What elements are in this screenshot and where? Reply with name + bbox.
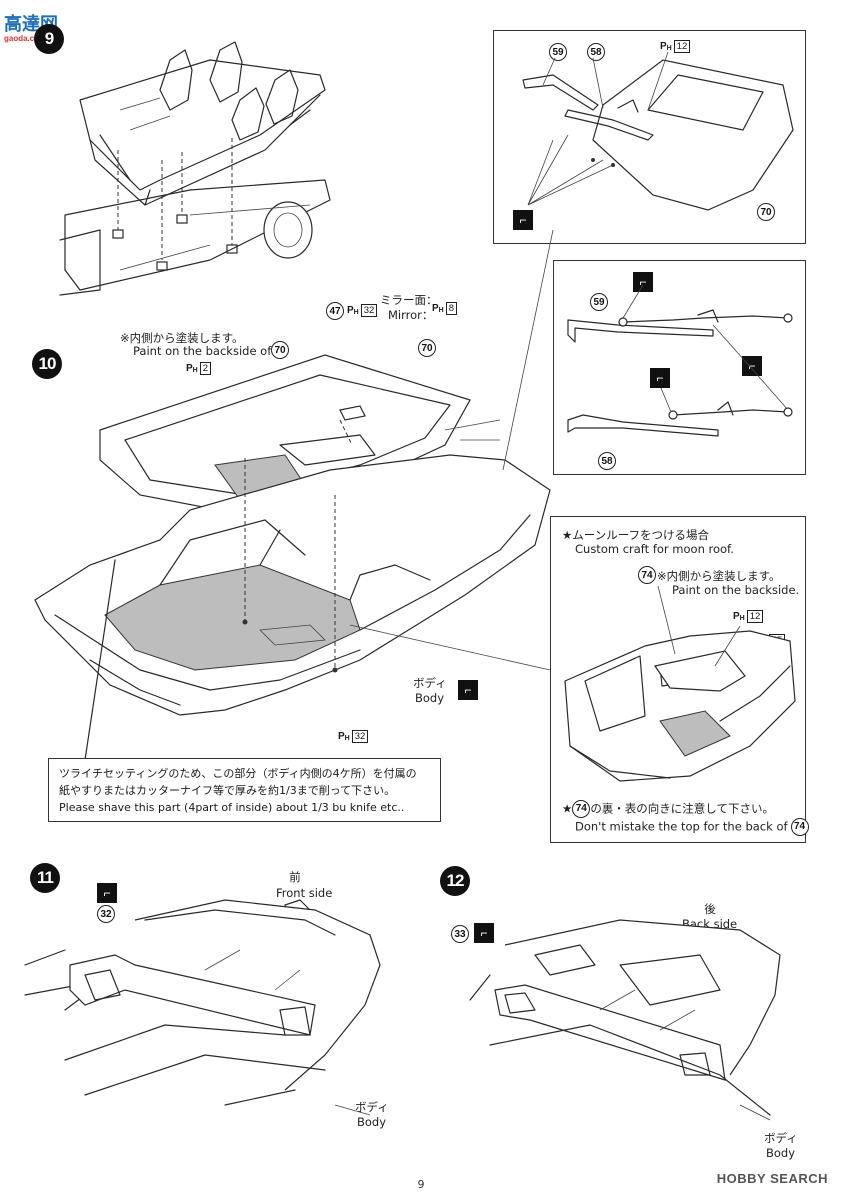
step-11-badge: 11	[30, 863, 60, 893]
paint-code-value: 12	[746, 610, 764, 623]
moonroof-backside-en: Paint on the backside.	[672, 583, 800, 597]
shave-note-en: Please shave this part (4part of inside)…	[59, 801, 405, 815]
cement-icon-h: ⌐	[474, 923, 494, 943]
part-74-callout-a: 74	[638, 566, 656, 584]
cement-icon-c: ⌐	[633, 272, 653, 292]
cement-icon-d: ⌐	[742, 356, 762, 376]
body-label-jp-b: ボディ	[355, 1100, 389, 1114]
part-74-callout-c: 74	[790, 818, 809, 836]
step-12-drawing	[469, 919, 781, 1121]
part-59-callout-a: 59	[549, 43, 567, 61]
body-label-en-c: Body	[766, 1146, 796, 1160]
watermark-url: gaoda.com	[4, 34, 47, 43]
page-number: 9	[417, 1178, 425, 1191]
part-74-callout-b: 74	[572, 800, 591, 818]
part-33-callout: 33	[451, 925, 469, 943]
paint-prefix: P	[432, 303, 439, 314]
paint-code-value: 32	[360, 304, 378, 317]
paint-code-value: 8	[445, 302, 458, 315]
paint-sub: H	[353, 309, 359, 316]
step-10-drawing	[34, 354, 551, 761]
paint-code-value: 32	[351, 730, 369, 743]
body-label-jp-a: ボディ	[413, 676, 447, 690]
body-label-en-b: Body	[357, 1115, 387, 1129]
shave-note-jp-1: ツライチセッティングのため、この部分（ボディ内側の4ケ所）を付属の	[59, 767, 417, 780]
shave-note-jp-2: 紙やすりまたはカッターナイフ等で厚みを約1/3まで削って下さい。	[59, 784, 396, 798]
topback-note-jp-text: の裏・表の向きに注意して下さい。	[590, 801, 774, 816]
part-70-callout-b: 70	[418, 339, 436, 357]
paint-sub: H	[739, 615, 745, 622]
front-label-en: Front side	[276, 886, 333, 900]
step-11-drawing	[24, 899, 381, 1116]
topback-note-en-text: Don't mistake the top for the back of	[575, 819, 788, 834]
moonroof-backside-jp: ※内側から塗装します。	[657, 569, 781, 583]
paint-prefix: P	[733, 611, 740, 622]
cement-icon-a: ⌐	[458, 680, 478, 700]
paint-prefix: P	[660, 41, 667, 52]
part-47-callout: 47	[326, 302, 344, 320]
part-32-callout: 32	[97, 905, 115, 923]
paint-code-value: 2	[199, 362, 212, 375]
backside-note-jp: ※内側から塗装します。	[120, 331, 244, 345]
paint-sub: H	[192, 367, 198, 374]
paint-sub: H	[666, 45, 672, 52]
back-label-jp: 後	[704, 902, 716, 916]
backside-note-en-text: Paint on the backside of	[133, 344, 272, 358]
shave-note-box: ツライチセッティングのため、この部分（ボディ内側の4ケ所）を付属の 紙やすりまた…	[48, 758, 441, 822]
hobby-search-logo: HOBBY SEARCH	[716, 1171, 828, 1186]
cement-icon-b: ⌐	[513, 210, 533, 230]
part-58-callout-b: 58	[598, 452, 616, 470]
wiper-parts-drawing	[567, 284, 793, 437]
front-label-jp: 前	[289, 870, 301, 884]
paint-sub: H	[438, 307, 444, 314]
paint-prefix: P	[186, 363, 193, 374]
mirror-label-en: Mirror：	[388, 308, 434, 322]
moonroof-title-en: Custom craft for moon roof.	[575, 542, 734, 556]
paint-code-value: 12	[673, 40, 691, 53]
body-label-jp-c: ボディ	[764, 1131, 798, 1145]
step-9-drawing	[59, 41, 331, 296]
cement-icon-e: ⌐	[650, 368, 670, 388]
part-59-callout-b: 59	[590, 293, 608, 311]
step-9-badge: 9	[34, 24, 64, 54]
moonroof-title-jp: ★ムーンルーフをつける場合	[562, 528, 710, 542]
cement-icon-g: ⌐	[97, 883, 117, 903]
part-58-callout-a: 58	[587, 43, 605, 61]
backside-note-en: Paint on the backside of	[133, 344, 271, 358]
wiper-install-drawing	[502, 51, 794, 471]
mirror-label-jp: ミラー面：	[380, 293, 438, 307]
step-10-badge: 10	[32, 349, 62, 379]
paint-sub: H	[344, 735, 350, 742]
body-label-en-a: Body	[415, 691, 445, 705]
part-70-callout-c: 70	[757, 203, 775, 221]
paint-prefix: P	[347, 305, 354, 316]
step-12-badge: 12	[440, 866, 470, 896]
moonroof-drawing	[564, 585, 796, 782]
paint-prefix: P	[338, 731, 345, 742]
part-70-callout-a: 70	[271, 341, 289, 359]
